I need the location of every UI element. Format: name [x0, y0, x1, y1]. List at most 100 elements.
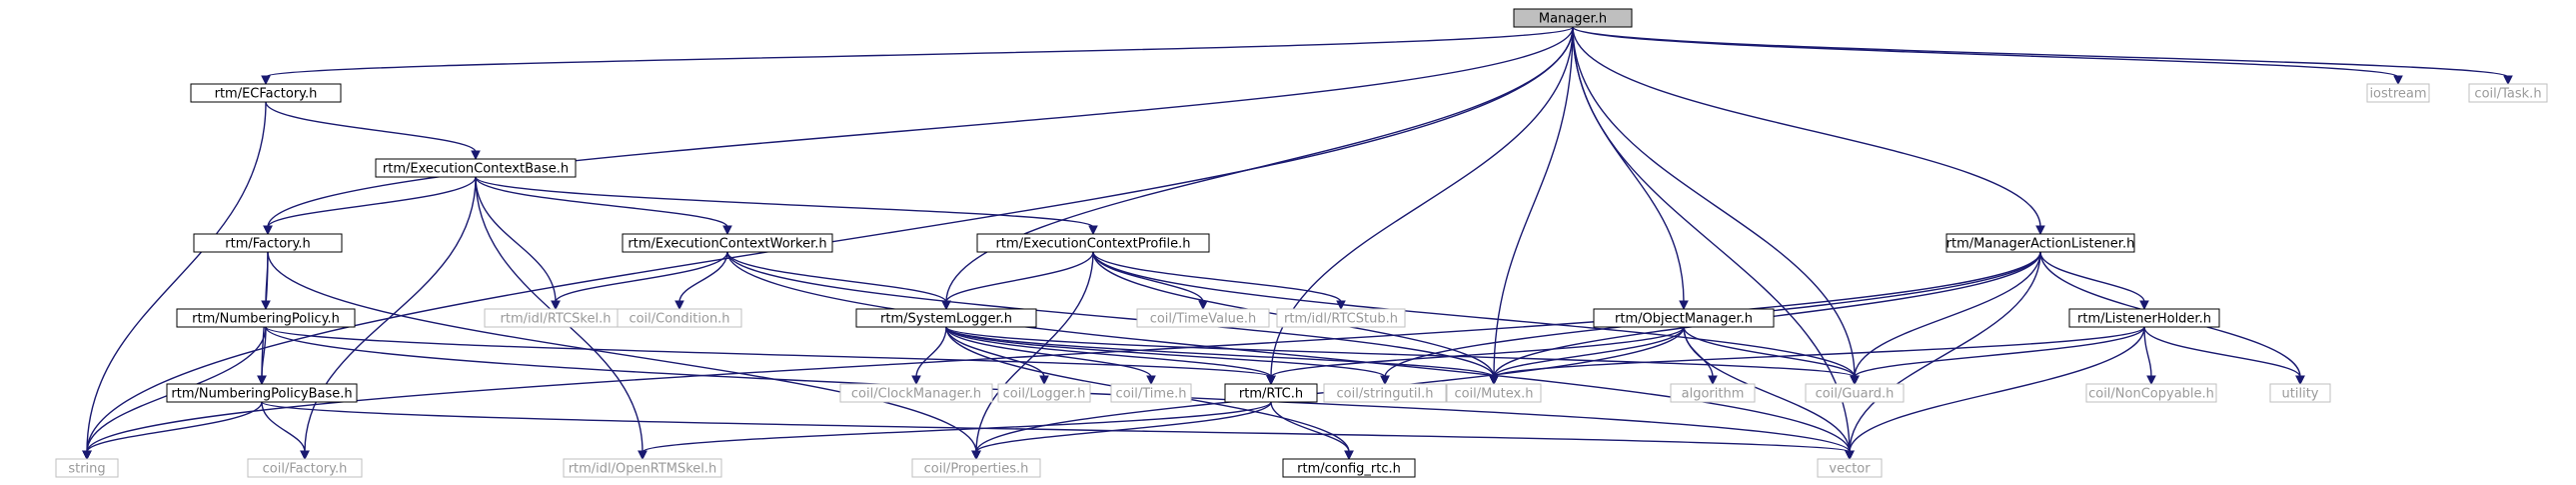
edge-ecworker-to-rtcskel [551, 251, 728, 311]
node-rtm-systemlogger-h[interactable]: rtm/SystemLogger.h [855, 308, 1037, 328]
edge-objmanager-to-rtc [1266, 326, 1685, 386]
node-rtm-factory-h[interactable]: rtm/Factory.h [193, 233, 343, 253]
node-label: coil/Factory.h [263, 462, 348, 477]
node-box [176, 308, 356, 328]
node-label: vector [1829, 462, 1871, 477]
edge-numpolicybase-to-vector [261, 401, 1855, 461]
node-box [166, 383, 358, 403]
node-box [247, 458, 363, 478]
edge-numpolicybase-to-string [82, 401, 263, 461]
edge-manager-to-ecfactory [261, 26, 1574, 86]
edge-manager-to-task [1572, 26, 2513, 86]
node-box [1323, 383, 1447, 403]
node-box [976, 233, 1210, 253]
node-coil-mutex-h: coil/Mutex.h [1446, 383, 1542, 403]
node-rtm-executioncontextworker-h[interactable]: rtm/ExecutionContextWorker.h [622, 233, 833, 253]
node-coil-condition-h: coil/Condition.h [617, 308, 742, 328]
edge-listenerholder-to-noncopyable [2143, 326, 2156, 386]
node-label: coil/stringutil.h [1337, 387, 1434, 402]
edge-ecworker-to-condition [674, 251, 728, 311]
graph-nodes: Manager.h rtm/ECFactory.h rtm/ExecutionCon… [55, 8, 2548, 478]
node-rtm-objectmanager-h[interactable]: rtm/ObjectManager.h [1593, 308, 1775, 328]
node-label: coil/Mutex.h [1454, 387, 1533, 402]
node-label: coil/TimeValue.h [1150, 312, 1257, 327]
node-label: iostream [2369, 87, 2426, 102]
node-label: coil/NonCopyable.h [2088, 387, 2214, 402]
node-box [855, 308, 1037, 328]
node-box [839, 383, 993, 403]
node-box [375, 158, 577, 178]
node-rtm-executioncontextprofile-h[interactable]: rtm/ExecutionContextProfile.h [976, 233, 1210, 253]
node-label: coil/Guard.h [1816, 387, 1895, 402]
edge-manager-to-rtc [1266, 26, 1574, 386]
node-box [2366, 83, 2430, 103]
edge-ecworker-to-syslogger [726, 251, 951, 311]
edge-syslogger-to-time [945, 326, 1156, 386]
node-box [997, 383, 1091, 403]
node-coil-time-h: coil/Time.h [1110, 383, 1192, 403]
node-rtm-manageractionlistener-h[interactable]: rtm/ManagerActionListener.h [1945, 233, 2135, 253]
edge-manager-to-iostream [1572, 26, 2403, 86]
edge-listenerholder-to-guard [1850, 326, 2145, 386]
node-coil-noncopyable-h: coil/NonCopyable.h [2085, 383, 2217, 403]
edge-ecbase-to-ecworker [475, 176, 732, 236]
node-box [1945, 233, 2135, 253]
node-label: rtm/ListenerHolder.h [2077, 312, 2211, 327]
node-box [563, 458, 722, 478]
node-box [622, 233, 833, 253]
edge-manager-to-objmanager [1572, 26, 1689, 311]
edge-objmanager-to-algorithm [1683, 326, 1718, 386]
node-manager-h[interactable]: Manager.h [1513, 8, 1633, 28]
node-box [1817, 458, 1883, 478]
node-coil-timevalue-h: coil/TimeValue.h [1136, 308, 1270, 328]
edge-listenerholder-to-vector [1845, 326, 2145, 461]
edge-rtc-to-openrtmskel [638, 401, 1272, 461]
node-box [617, 308, 742, 328]
node-coil-factory-h: coil/Factory.h [247, 458, 363, 478]
edge-objmanager-to-mutex [1489, 326, 1685, 386]
node-label: rtm/idl/RTCStub.h [1284, 312, 1398, 327]
node-box [1282, 458, 1416, 478]
edge-numpolicybase-to-coilfactory [261, 401, 310, 461]
node-label: rtm/Factory.h [225, 237, 311, 252]
node-iostream: iostream [2366, 83, 2430, 103]
node-box [1136, 308, 1270, 328]
edge-mal-to-listenerholder [2039, 251, 2149, 311]
node-coil-clockmanager-h: coil/ClockManager.h [839, 383, 993, 403]
node-coil-guard-h: coil/Guard.h [1805, 383, 1905, 403]
node-label: rtm/config_rtc.h [1297, 462, 1401, 477]
node-rtm-rtc-h[interactable]: rtm/RTC.h [1224, 383, 1318, 403]
edge-ecfactory-to-string [82, 101, 267, 461]
node-rtm-executioncontextbase-h[interactable]: rtm/ExecutionContextBase.h [375, 158, 577, 178]
node-box [2269, 383, 2331, 403]
node-rtm-numberingpolicy-h[interactable]: rtm/NumberingPolicy.h [176, 308, 356, 328]
edge-ecbase-to-rtcskel [475, 176, 561, 311]
node-box [190, 83, 342, 103]
node-string: string [55, 458, 119, 478]
node-box [911, 458, 1041, 478]
node-coil-logger-h: coil/Logger.h [997, 383, 1091, 403]
node-label: coil/Task.h [2474, 87, 2541, 102]
node-rtm-numberingpolicybase-h[interactable]: rtm/NumberingPolicyBase.h [166, 383, 358, 403]
node-box [193, 233, 343, 253]
node-label: algorithm [1682, 387, 1745, 402]
node-label: rtm/ECFactory.h [215, 87, 318, 102]
edge-mal-to-vector [1845, 251, 2041, 461]
node-rtm-listenerholder-h[interactable]: rtm/ListenerHolder.h [2068, 308, 2220, 328]
edge-ecbase-to-factory [263, 176, 477, 236]
edge-syslogger-to-guard [945, 326, 1860, 386]
node-rtm-config-rtc-h[interactable]: rtm/config_rtc.h [1282, 458, 1416, 478]
node-box [1110, 383, 1192, 403]
edge-ecprofile-to-syslogger [941, 251, 1094, 311]
node-label: rtm/ExecutionContextWorker.h [628, 237, 826, 252]
node-rtm-ecfactory-h[interactable]: rtm/ECFactory.h [190, 83, 342, 103]
node-label: coil/Properties.h [924, 462, 1029, 477]
edge-manager-to-factory [263, 26, 1574, 236]
edge-ecbase-to-ecprofile [475, 176, 1098, 236]
node-label: rtm/ExecutionContextBase.h [383, 162, 569, 177]
edge-rtc-to-configrtc [1270, 401, 1354, 461]
node-algorithm: algorithm [1670, 383, 1756, 403]
edge-syslogger-to-clockmgr [911, 326, 947, 386]
node-box [1513, 8, 1633, 28]
